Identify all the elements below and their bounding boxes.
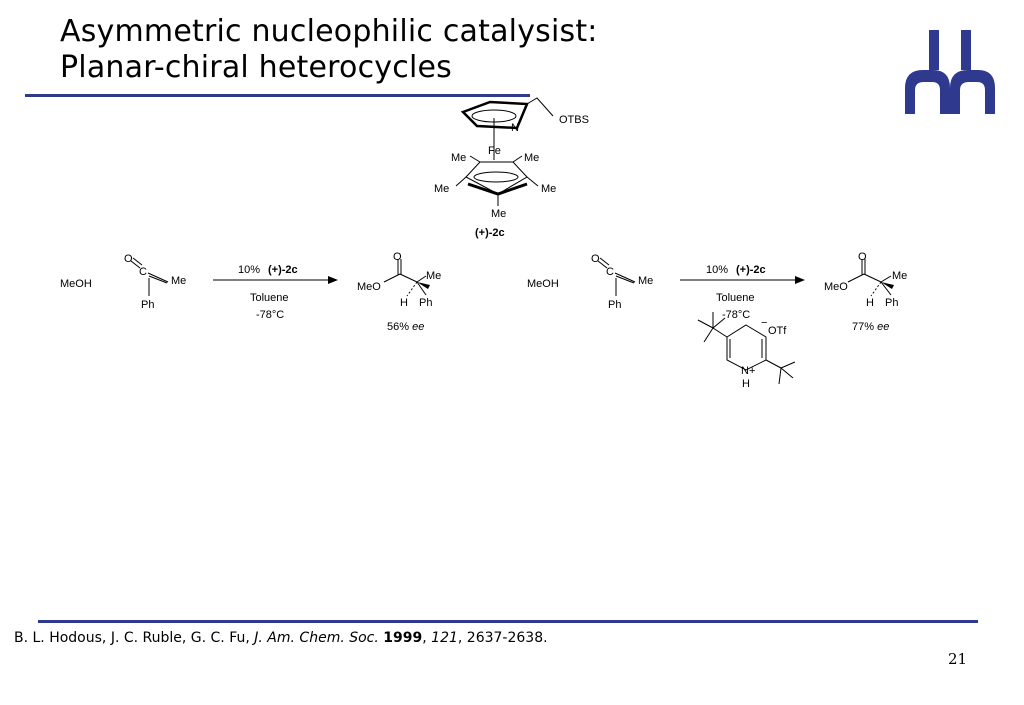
r1-ketene-ph: Ph	[141, 299, 154, 311]
r2-pyridinium-n: N+	[741, 365, 755, 377]
citation-year: 1999	[383, 630, 423, 646]
r1-temp: -78°C	[256, 309, 284, 321]
r2-ketene-me: Me	[638, 275, 653, 287]
citation-pages: , 2637-2638.	[457, 630, 548, 646]
r2-cat-pct: 10%	[706, 264, 728, 276]
catalyst-name: (+)-2c	[475, 227, 505, 239]
r1-ee: 56% ee	[387, 321, 424, 333]
r2-ee-value: 77%	[852, 321, 874, 333]
title-underline	[25, 94, 530, 97]
citation-authors: B. L. Hodous, J. C. Ruble, G. C. Fu,	[14, 630, 255, 646]
r1-solvent: Toluene	[250, 292, 289, 304]
cp-me-label-3: Me	[434, 183, 449, 195]
r2-prod-o: O	[858, 251, 867, 263]
r2-prod-ph: Ph	[885, 297, 898, 309]
r2-ketene-ph: Ph	[608, 299, 621, 311]
r1-ketene-me: Me	[171, 275, 186, 287]
reaction-scheme: N OTBS Fe Me Me Me Me Me (+)-2c MeOH O C…	[60, 97, 907, 390]
university-logo	[905, 30, 995, 114]
r2-anion: OTf	[768, 325, 787, 337]
cp-me-label-1: Me	[451, 152, 466, 164]
r2-ee-label: ee	[877, 321, 889, 333]
pyrrole-nitrogen-label: N	[511, 122, 519, 134]
title-line-1: Asymmetric nucleophilic catalysist:	[60, 14, 598, 49]
page-number: 21	[948, 650, 968, 668]
r1-ee-label: ee	[412, 321, 424, 333]
r2-prod-h: H	[866, 297, 874, 309]
r1-reagent: MeOH	[60, 278, 92, 290]
cp-me-label-5: Me	[491, 208, 506, 220]
r2-ee: 77% ee	[852, 321, 889, 333]
r1-cat-name: (+)-2c	[268, 264, 298, 276]
r2-cat-name: (+)-2c	[736, 264, 766, 276]
r2-prod-meo: MeO	[824, 281, 848, 293]
r2-temp: -78°C	[722, 309, 750, 321]
citation: B. L. Hodous, J. C. Ruble, G. C. Fu, J. …	[14, 630, 548, 646]
r1-ee-value: 56%	[387, 321, 409, 333]
citation-journal: J. Am. Chem. Soc.	[254, 630, 379, 646]
r2-pyridinium-h: H	[742, 378, 750, 390]
r2-reagent: MeOH	[527, 278, 559, 290]
r2-solvent: Toluene	[716, 292, 755, 304]
iron-label: Fe	[488, 145, 501, 157]
cp-me-label-2: Me	[524, 152, 539, 164]
citation-volume: 121	[431, 630, 458, 646]
footer-rule	[38, 620, 978, 623]
r2-anion-charge: −	[761, 317, 767, 329]
r2-prod-me: Me	[892, 270, 907, 282]
r1-prod-me: Me	[426, 270, 441, 282]
r1-ketene-c: C	[139, 266, 147, 278]
slide-title: Asymmetric nucleophilic catalysist: Plan…	[60, 14, 598, 86]
title-line-2: Planar-chiral heterocycles	[60, 50, 452, 85]
r1-prod-meo: MeO	[357, 281, 381, 293]
r1-prod-ph: Ph	[419, 297, 432, 309]
r1-prod-o: O	[393, 251, 402, 263]
r1-cat-pct: 10%	[238, 264, 260, 276]
r2-ketene-o: O	[591, 253, 600, 265]
r1-prod-h: H	[400, 297, 408, 309]
r1-ketene-o: O	[124, 253, 133, 265]
otbs-label: OTBS	[559, 114, 589, 126]
r2-ketene-c: C	[606, 266, 614, 278]
cp-me-label-4: Me	[541, 183, 556, 195]
